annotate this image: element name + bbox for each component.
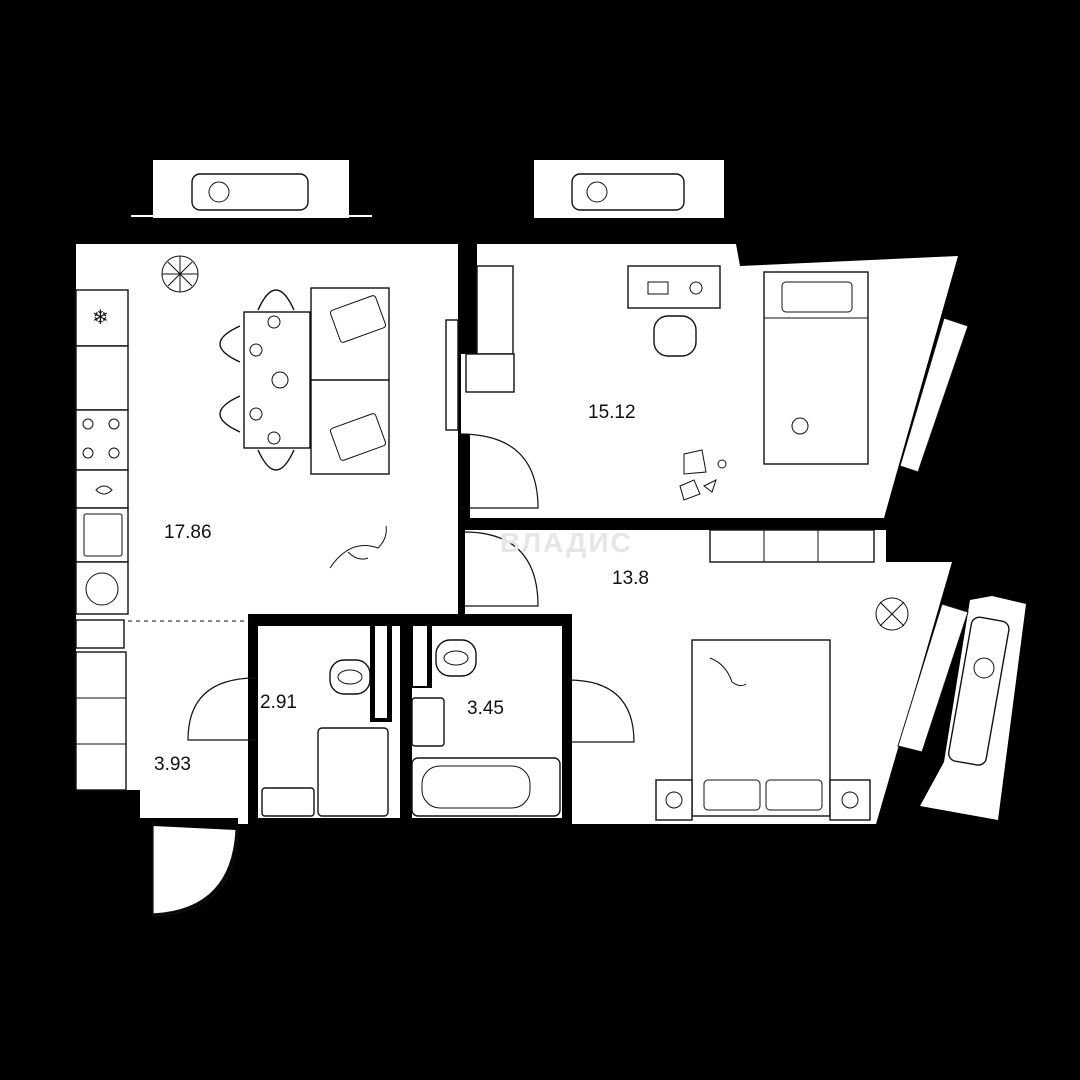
- hallway-wardrobe: [75, 619, 127, 791]
- wardrobe-2: [709, 529, 875, 563]
- nightstands: [655, 779, 871, 821]
- bathroom-fixtures: [411, 639, 561, 817]
- bed-double: [691, 639, 831, 817]
- wc-fixtures: [261, 659, 389, 817]
- sink: [261, 787, 315, 817]
- area-label-bedroom-2: 13.8: [612, 568, 649, 589]
- kitchen-counter: ❄: [75, 289, 129, 615]
- cat-icon: [709, 657, 747, 687]
- fan-icon: [973, 657, 995, 679]
- cat-icon: [329, 525, 387, 569]
- area-label-bathroom: 3.45: [467, 698, 504, 719]
- toys: [679, 449, 727, 501]
- plant-icon: [161, 255, 199, 293]
- door-panel: [445, 319, 459, 431]
- balcony-top-right: [534, 160, 724, 218]
- plant-icon: [875, 597, 909, 631]
- area-label-wc: 2.91: [260, 692, 297, 713]
- door-wc: [187, 677, 257, 741]
- cooktop: [75, 409, 129, 471]
- area-label-kitchen-living: 17.86: [164, 522, 212, 543]
- sink: [75, 507, 129, 563]
- shower: [317, 727, 389, 817]
- balcony-top-left: [131, 160, 372, 218]
- fan-icon: [586, 181, 608, 203]
- area-label-hallway: 3.93: [154, 754, 191, 775]
- area-label-bedroom-1: 15.12: [588, 402, 636, 423]
- toy-icon: [791, 417, 809, 435]
- sofa: [310, 287, 390, 475]
- sink: [411, 697, 445, 747]
- wardrobe: [465, 265, 515, 393]
- fan-icon: [208, 181, 230, 203]
- freezer-icon: ❄: [92, 307, 109, 329]
- bathtub: [411, 757, 561, 817]
- chair: [653, 315, 697, 357]
- door-bedroom-1: [459, 433, 539, 509]
- washing-machine-icon: [85, 572, 119, 606]
- balcony-right: [920, 596, 1026, 820]
- door-bathroom: [567, 679, 635, 743]
- toilet: [329, 659, 371, 695]
- watermark: ВЛАДИС: [500, 527, 633, 558]
- bed-single: [763, 271, 869, 465]
- desk: [627, 265, 721, 357]
- toilet: [435, 639, 477, 677]
- dining-set: [219, 289, 311, 471]
- entrance-door: [140, 818, 239, 917]
- door-kitchen: [463, 531, 539, 607]
